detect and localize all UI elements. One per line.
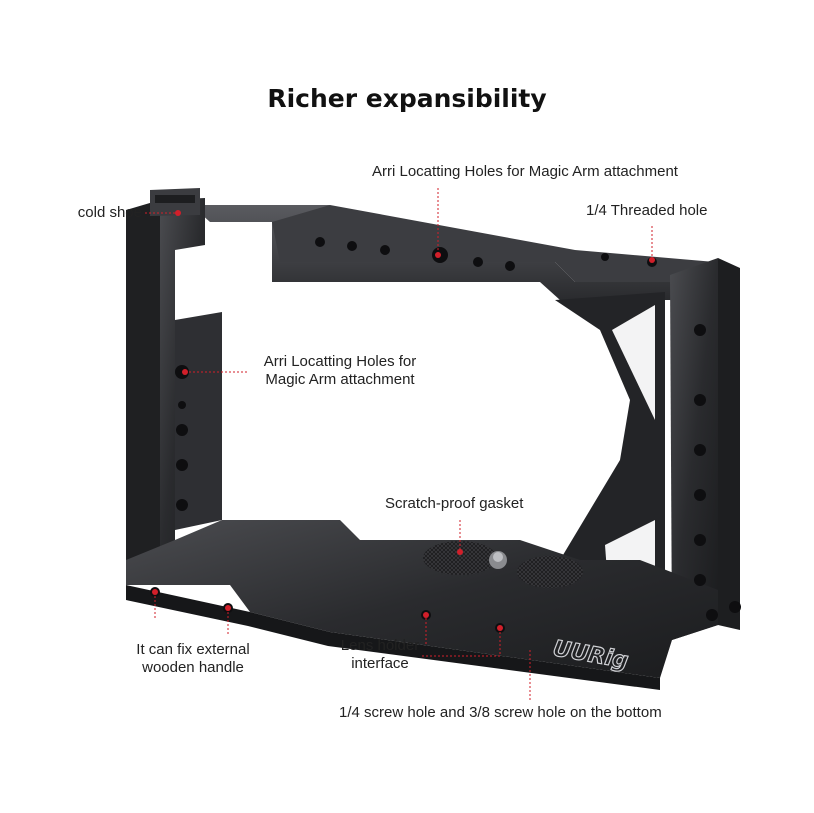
- mounting-holes: [150, 237, 741, 633]
- label-arri-top: Arri Locatting Holes for Magic Arm attac…: [372, 163, 678, 180]
- label-lens-line2: interface: [351, 655, 409, 672]
- label-handle-line1: It can fix external: [136, 641, 250, 658]
- label-gasket: Scratch-proof gasket: [385, 495, 524, 512]
- label-cold-shoe: cold shoe: [77, 204, 142, 221]
- label-handle: It can fix external wooden handle: [118, 641, 268, 677]
- label-bottom-holes: 1/4 screw hole and 3/8 screw hole on the…: [339, 704, 662, 721]
- leader-dots: [152, 210, 655, 631]
- label-threaded-hole: 1/4 Threaded hole: [586, 202, 708, 219]
- label-arri-side: Arri Locatting Holes for Magic Arm attac…: [248, 353, 432, 389]
- page-title: Richer expansibility: [267, 84, 547, 113]
- label-lens-line1: Lens holder: [340, 637, 420, 654]
- label-arri-side-line2: Magic Arm attachment: [265, 371, 415, 388]
- leader-lines: [145, 188, 653, 700]
- label-lens-holder: Lens holder interface: [330, 637, 430, 673]
- label-arri-side-line1: Arri Locatting Holes for: [263, 353, 417, 370]
- label-handle-line2: wooden handle: [142, 659, 244, 676]
- scratch-proof-gasket: [423, 541, 583, 588]
